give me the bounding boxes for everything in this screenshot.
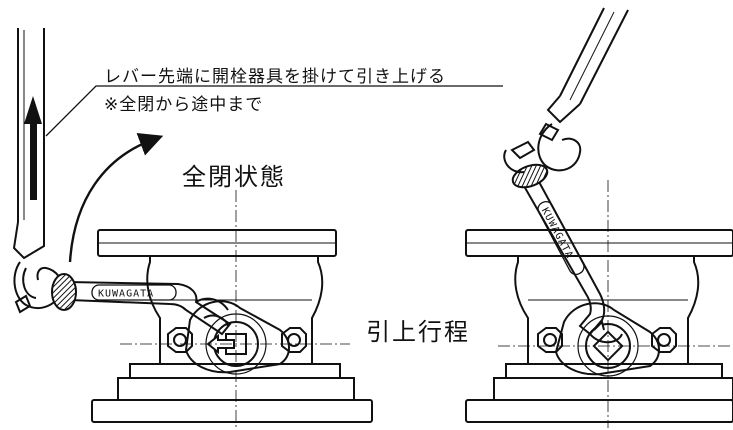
right-lever: KUWAGATA xyxy=(503,140,623,344)
instruction-leader-line xyxy=(45,85,503,137)
instruction-main: レバー先端に開栓器具を掛けて引き上げる xyxy=(104,67,446,87)
left-valve-closed-state: KUWAGATA xyxy=(12,28,503,428)
right-pull-bar xyxy=(546,7,629,124)
right-centerlines xyxy=(498,180,733,428)
left-bolts xyxy=(167,327,307,353)
left-centerlines xyxy=(120,190,350,428)
right-flange xyxy=(465,229,733,257)
left-pull-bar xyxy=(12,28,45,260)
pull-up-arrow-icon xyxy=(24,96,42,200)
rotation-arrow-icon xyxy=(68,132,164,263)
right-hook xyxy=(537,122,582,172)
left-lever-brand-text: KUWAGATA xyxy=(98,289,154,300)
instruction-sub: ※全閉から途中まで xyxy=(104,95,264,115)
right-bolts xyxy=(537,327,677,353)
state-closed-label: 全閉状態 xyxy=(182,163,286,191)
lift-stroke-label: 引上行程 xyxy=(366,318,470,346)
left-lever: KUWAGATA xyxy=(51,273,232,336)
right-valve-lifting-state: KUWAGATA xyxy=(465,7,733,428)
right-rotating-plate xyxy=(554,302,660,377)
left-flange xyxy=(97,229,337,257)
